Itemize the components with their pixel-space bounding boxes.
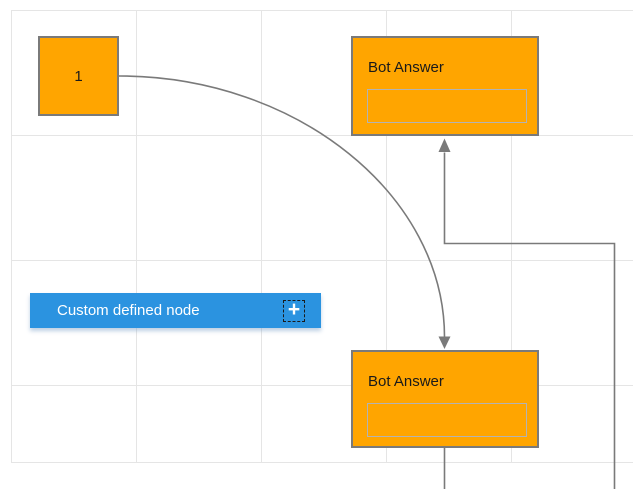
bot-answer-field[interactable] [367,89,527,123]
arrowhead-up-icon [438,138,451,152]
connector-orthogonal[interactable] [443,152,616,489]
bot-answer-title: Bot Answer [368,373,444,390]
connector-curve[interactable] [118,75,446,338]
node-start-label: 1 [74,67,83,85]
bot-answer-title: Bot Answer [368,59,444,76]
plus-icon: + [287,298,301,321]
node-custom-defined[interactable]: Custom defined node + [30,293,321,328]
add-port-button[interactable]: + [283,298,305,322]
node-bot-answer-top[interactable]: Bot Answer [351,36,539,136]
node-start[interactable]: 1 [38,36,119,116]
bot-answer-field[interactable] [367,403,527,437]
node-bot-answer-bottom[interactable]: Bot Answer [351,350,539,448]
custom-node-label: Custom defined node [57,302,200,319]
arrowhead-down-icon [438,336,451,349]
